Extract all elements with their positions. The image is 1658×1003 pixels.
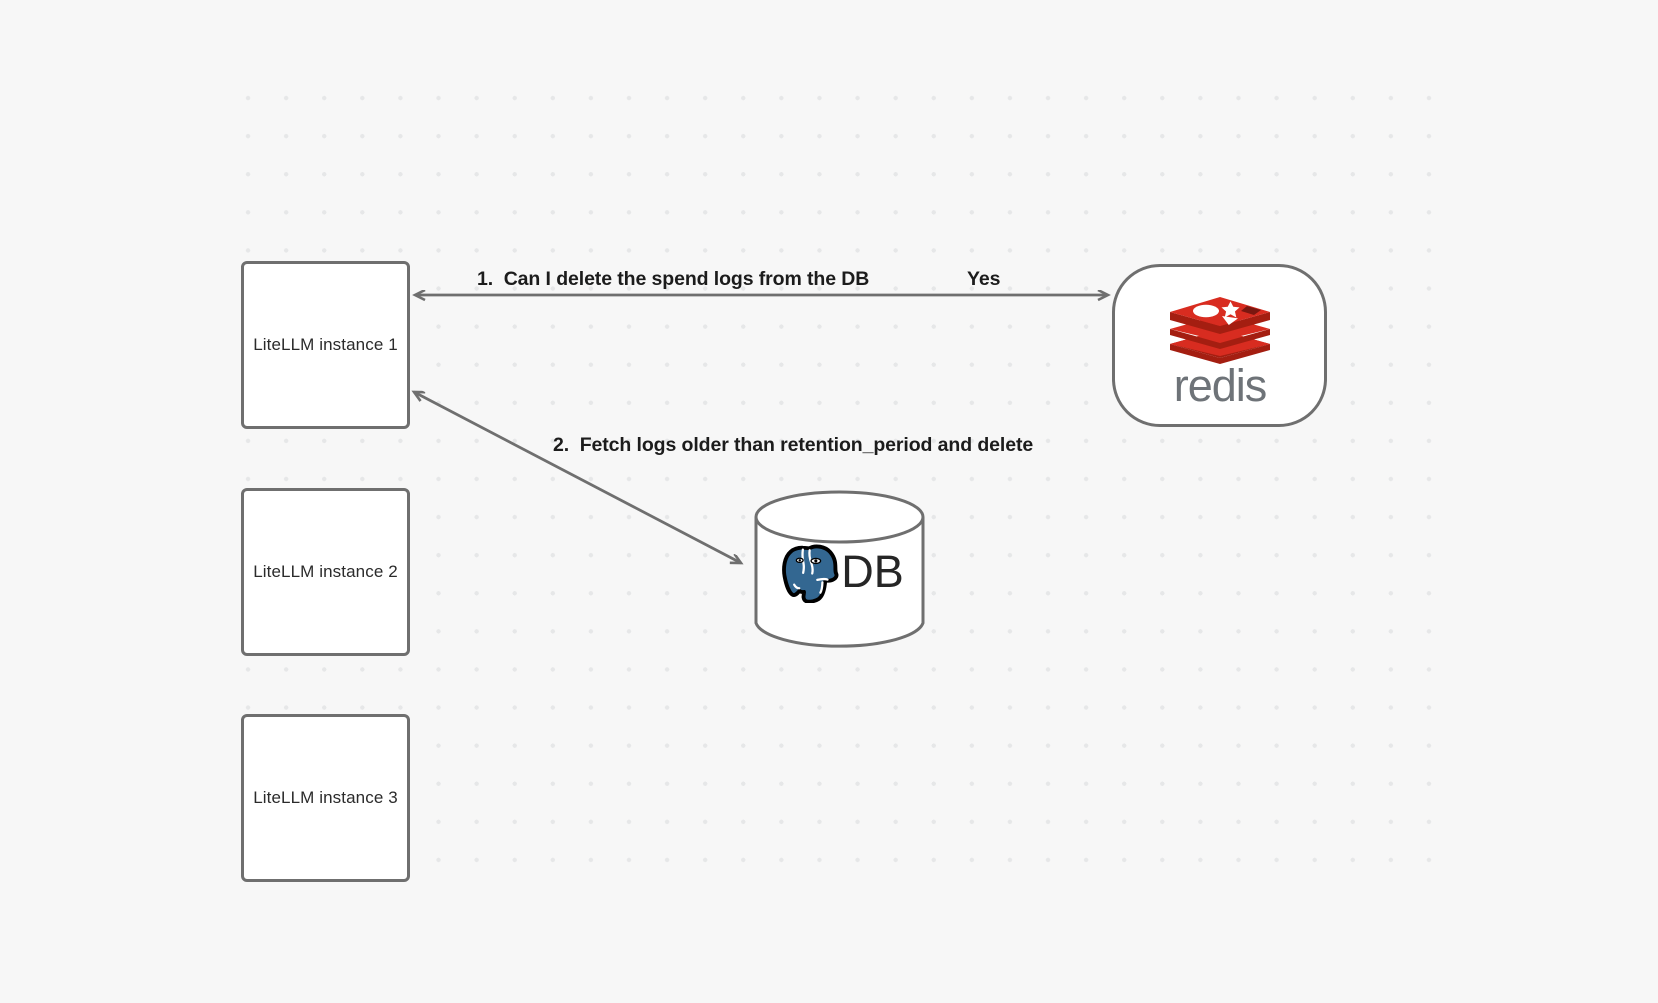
edge-label-fetch-delete: 2. Fetch logs older than retention_perio…: [553, 434, 1034, 456]
edge-litellm1-db: [414, 392, 741, 563]
redis-logo-icon: [1164, 288, 1276, 364]
node-litellm-instance-1[interactable]: LiteLLM instance 1: [241, 261, 410, 429]
redis-wordmark: redis: [1145, 360, 1295, 411]
edge-label-request: 1. Can I delete the spend logs from the …: [477, 268, 870, 290]
svg-text:redis: redis: [1173, 364, 1266, 408]
node-db[interactable]: DB: [753, 490, 926, 650]
node-litellm-instance-3[interactable]: LiteLLM instance 3: [241, 714, 410, 882]
cylinder-shape: [754, 490, 925, 648]
node-litellm-instance-2[interactable]: LiteLLM instance 2: [241, 488, 410, 656]
node-redis[interactable]: redis: [1112, 264, 1327, 427]
node-litellm-instance-3-label: LiteLLM instance 3: [253, 788, 398, 807]
node-litellm-instance-2-label: LiteLLM instance 2: [253, 562, 398, 581]
edge-label-reply: Yes: [967, 268, 1001, 290]
node-litellm-instance-1-label: LiteLLM instance 1: [253, 335, 398, 354]
